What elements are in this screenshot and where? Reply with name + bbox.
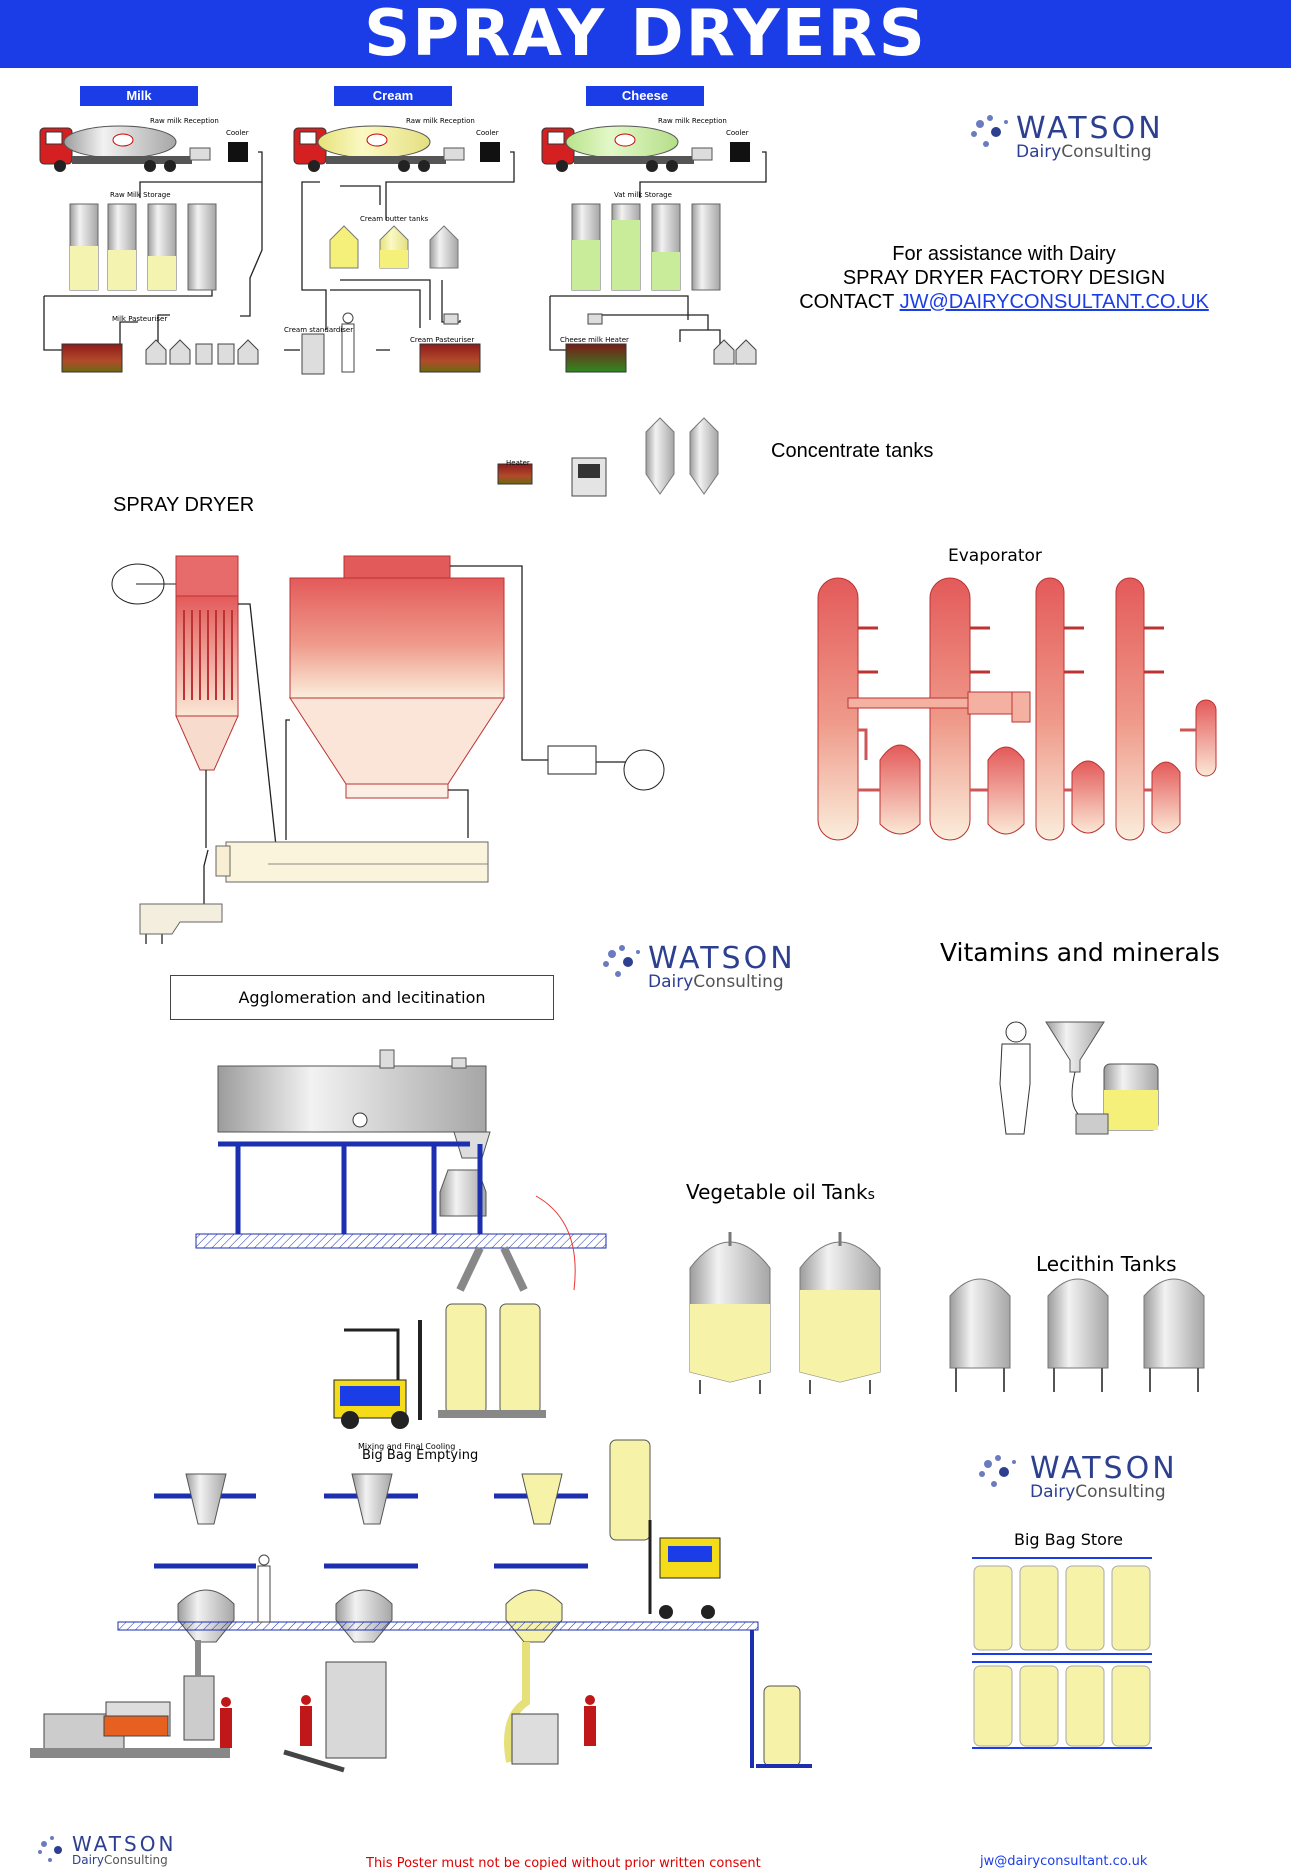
agglomeration-unit [195, 1049, 607, 1418]
label-raw-milk-reception-2: Raw milk Reception [406, 117, 475, 125]
milk-truck [39, 125, 248, 172]
logo-dots [38, 115, 1016, 1862]
big-bag-emptying-line [30, 1439, 812, 1773]
tab-cheese: Cheese [586, 86, 704, 106]
cheese-milk-heater [565, 343, 627, 373]
vat-milk-silos [571, 203, 721, 291]
contact-email-link[interactable]: JW@DAIRYCONSULTANT.CO.UK [899, 291, 1209, 313]
separators [145, 313, 757, 375]
label-raw-milk-reception-1: Raw milk Reception [150, 117, 219, 125]
label-evaporator: Evaporator [948, 546, 1042, 566]
watson-logo-right: WATSON DairyConsulting [1030, 1451, 1178, 1502]
watson-logo-top: WATSON DairyConsulting [1016, 111, 1164, 162]
label-agglomeration: Agglomeration and lecitination [238, 988, 486, 1007]
evaporator [817, 577, 1217, 841]
watson-logo-middle: WATSON DairyConsulting [648, 941, 796, 992]
forklift [333, 1320, 422, 1429]
vegetable-oil-tanks [689, 1232, 881, 1394]
label-raw-milk-reception-3: Raw milk Reception [658, 117, 727, 125]
copyright-notice: This Poster must not be copied without p… [366, 1856, 761, 1871]
label-vegetable-oil-tanks: Vegetable oil Tanks [686, 1180, 875, 1204]
label-concentrate-tanks: Concentrate tanks [771, 440, 934, 462]
process-pipes [43, 151, 767, 351]
label-big-bag-emptying: Big Bag Emptying [362, 1448, 479, 1463]
label-big-bag-store: Big Bag Store [1014, 1530, 1123, 1549]
label-vat-milk-storage: Vat milk Storage [614, 191, 672, 199]
lecithin-tanks [949, 1278, 1205, 1392]
label-cheese-milk-heater: Cheese milk Heater [560, 336, 629, 344]
label-raw-milk-storage: Raw Milk Storage [110, 191, 171, 199]
label-heater: Heater [506, 459, 530, 467]
label-cooler-2: Cooler [476, 129, 499, 137]
contact-block: For assistance with Dairy SPRAY DRYER FA… [760, 242, 1248, 314]
spray-dryer [111, 555, 665, 944]
concentrate-tanks [497, 417, 719, 497]
label-cooler-1: Cooler [226, 129, 249, 137]
contact-line-3: CONTACT JW@DAIRYCONSULTANT.CO.UK [799, 291, 1209, 313]
agglomeration-box: Agglomeration and lecitination [170, 975, 554, 1020]
label-vitamins-minerals: Vitamins and minerals [940, 938, 1220, 967]
label-cream-pasteuriser: Cream Pasteuriser [410, 336, 475, 344]
tab-milk: Milk [80, 86, 198, 106]
label-cream-butter-tanks: Cream butter tanks [360, 215, 429, 223]
contact-line-1: For assistance with Dairy [892, 243, 1116, 265]
label-milk-pasteuriser: Milk Pasteuriser [112, 315, 168, 323]
label-lecithin-tanks: Lecithin Tanks [1036, 1252, 1177, 1276]
raw-milk-silos [69, 203, 217, 291]
cheese-truck [541, 125, 750, 172]
label-cream-standardiser: Cream standardiser [284, 326, 354, 334]
page-title: SPRAY DRYERS [364, 0, 927, 71]
milk-pasteuriser [61, 343, 123, 373]
operators [220, 1695, 596, 1748]
label-spray-dryer: SPRAY DRYER [113, 494, 255, 516]
cream-truck [293, 125, 500, 172]
cream-butter-tanks [329, 225, 459, 269]
lab-workers [257, 312, 355, 1623]
cream-pasteuriser [419, 343, 481, 373]
label-cooler-3: Cooler [726, 129, 749, 137]
watson-logo-footer: WATSON DairyConsulting [72, 1832, 177, 1867]
tab-cream: Cream [334, 86, 452, 106]
contact-line-2: SPRAY DRYER FACTORY DESIGN [842, 267, 1166, 289]
big-bag-store [972, 1557, 1152, 1749]
label-mixing-cooling: Mixing and Final Cooling [358, 1442, 456, 1451]
footer-email[interactable]: jw@dairyconsultant.co.uk [980, 1854, 1148, 1869]
title-bar: SPRAY DRYERS [0, 0, 1291, 71]
vitamin-mixer [999, 1021, 1159, 1135]
